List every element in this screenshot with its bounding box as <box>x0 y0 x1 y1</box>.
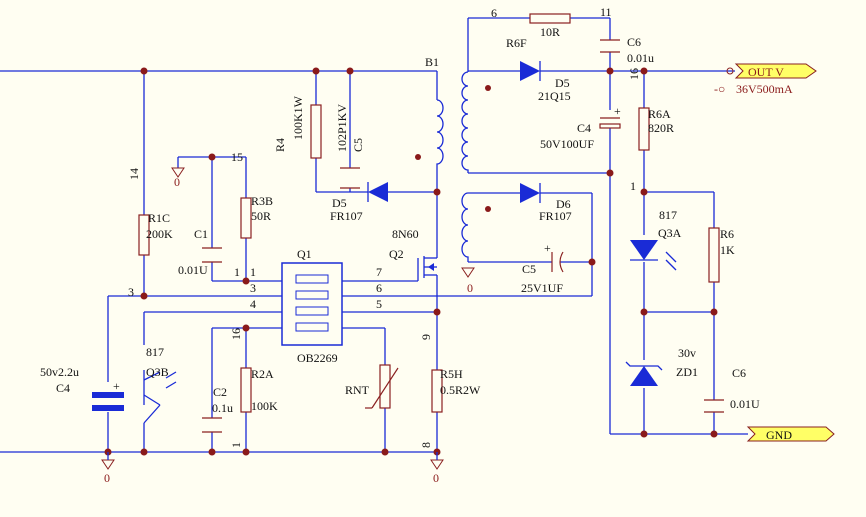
label-d6-value: FR107 <box>539 209 572 223</box>
label-c6b: C6 <box>732 366 746 380</box>
label-n14: 14 <box>127 168 141 180</box>
label-zd1: ZD1 <box>676 365 698 379</box>
label-q2: Q2 <box>389 247 404 261</box>
label-n9: 9 <box>419 334 433 340</box>
label-r1c-value: 200K <box>146 227 173 241</box>
label-n16b: 16 <box>627 68 641 80</box>
label-c5-top: C5 <box>351 138 365 152</box>
label-c5b: C5 <box>522 262 536 276</box>
label-n1c: 1 <box>229 442 243 448</box>
label-out-prefix: -○ <box>714 82 725 96</box>
label-r1c: R1C <box>148 211 170 225</box>
junctions <box>104 67 718 456</box>
label-gnd-port: GND <box>766 428 792 442</box>
label-n5: 5 <box>376 297 382 311</box>
label-d6: D6 <box>556 197 571 211</box>
label-r6a-value: 820R <box>648 121 674 135</box>
label-r2a: R2A <box>251 367 274 381</box>
label-n6b: 6 <box>376 281 382 295</box>
label-n11: 11 <box>600 5 612 19</box>
label-c5v-top: 102P1KV <box>335 104 349 152</box>
label-r6a: R6A <box>648 107 671 121</box>
label-c1: C1 <box>194 227 208 241</box>
label-rnt: RNT <box>345 383 370 397</box>
svg-text:+: + <box>544 241 551 255</box>
label-gnd0c: 0 <box>104 471 110 485</box>
label-n1d: 1 <box>630 179 636 193</box>
label-c4b: C4 <box>56 381 70 395</box>
label-r5h: R5H <box>440 367 463 381</box>
diodes <box>367 61 677 386</box>
ground-symbols <box>101 167 475 470</box>
label-out-port: OUT V <box>748 65 784 79</box>
label-b1: B1 <box>425 55 439 69</box>
opto-q3b <box>143 370 177 424</box>
label-q1: Q1 <box>297 247 312 261</box>
label-n7: 7 <box>376 265 382 279</box>
label-zd-value: 30v <box>678 346 696 360</box>
label-n8: 8 <box>419 442 433 448</box>
label-gnd0a: 0 <box>174 175 180 189</box>
label-c4: C4 <box>577 121 591 135</box>
output-ports <box>726 63 835 442</box>
label-r2a-value: 100K <box>251 399 278 413</box>
label-c4b-value: 50v2.2u <box>40 365 79 379</box>
label-r6: R6 <box>720 227 734 241</box>
label-n3: 3 <box>128 285 134 299</box>
label-c6b-value: 0.01U <box>730 397 760 411</box>
svg-text:+: + <box>614 104 621 118</box>
ic-ob2269 <box>281 262 343 346</box>
label-ob2269: OB2269 <box>297 351 338 365</box>
label-n1a: 1 <box>234 265 240 279</box>
label-d5b-value: FR107 <box>330 209 363 223</box>
label-n3b: 3 <box>250 281 256 295</box>
label-c4-value: 50V100UF <box>540 137 594 151</box>
label-r6-value: 1K <box>720 243 735 257</box>
label-q2-value: 8N60 <box>392 227 419 241</box>
label-r10: 10R <box>540 25 560 39</box>
transformer-b1 <box>436 71 469 262</box>
mosfet-q2 <box>417 256 437 281</box>
label-c6top-value: 0.01u <box>627 51 654 65</box>
label-d5: D5 <box>555 76 570 90</box>
label-c6top: C6 <box>627 35 641 49</box>
wires <box>0 17 748 453</box>
capacitors: + + + <box>92 39 724 433</box>
resistors <box>138 13 720 413</box>
labels: 6 11 10R C6 0.01u R6F B1 D5 21Q15 OUT V … <box>40 5 793 485</box>
label-out-spec: 36V500mA <box>736 82 793 96</box>
label-gnd0b: 0 <box>467 281 473 295</box>
label-n4: 4 <box>250 297 256 311</box>
label-r4: R4 <box>273 138 287 152</box>
label-n16: 16 <box>229 328 243 340</box>
label-r3b: R3B <box>251 194 273 208</box>
label-q3a-part: 817 <box>659 208 677 222</box>
label-c5b-value: 25V1UF <box>521 281 563 295</box>
label-d5-value: 21Q15 <box>538 89 571 103</box>
label-r3b-value: 50R <box>251 209 271 223</box>
label-r6f: R6F <box>506 36 527 50</box>
label-c1-value: 0.01U <box>178 263 208 277</box>
label-gnd0d: 0 <box>433 471 439 485</box>
label-q3b-part: 817 <box>146 345 164 359</box>
label-q3a: Q3A <box>658 226 682 240</box>
label-d5b: D5 <box>332 196 347 210</box>
label-n15: 15 <box>231 150 243 164</box>
label-c2-value: 0.1u <box>212 401 233 415</box>
label-n1b: 1 <box>250 265 256 279</box>
label-r4-value: 100K1W <box>291 95 305 140</box>
label-c2: C2 <box>213 385 227 399</box>
label-r5h-value: 0.5R2W <box>440 383 481 397</box>
svg-text:+: + <box>113 379 120 393</box>
label-n6: 6 <box>491 6 497 20</box>
label-q3b: Q3B <box>146 365 169 379</box>
